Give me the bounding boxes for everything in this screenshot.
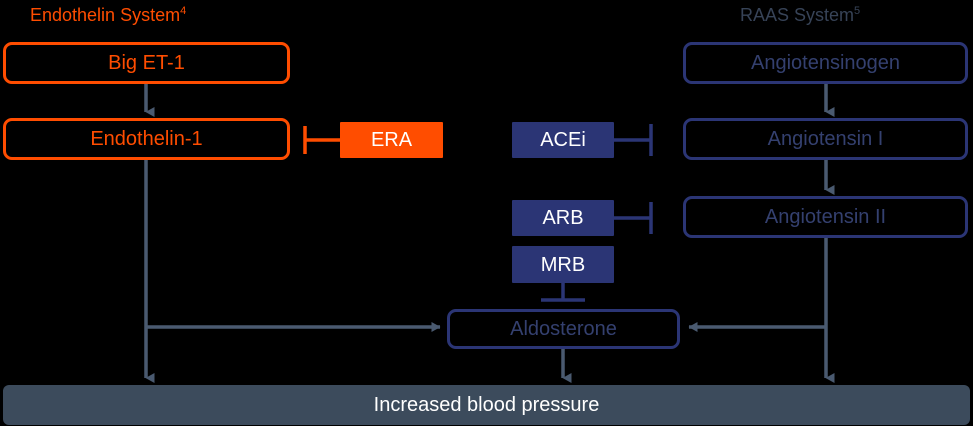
node-big-et-1: Big ET-1 [3,42,290,84]
node-angiotensinogen-label: Angiotensinogen [750,52,900,74]
inhibit-acei-angiotensin1 [614,124,653,156]
inhibit-arb-angiotensin2 [614,202,653,234]
drug-chip-mrb-label: MRB [540,253,586,276]
endothelin-system-reference: 4 [180,5,187,17]
node-angiotensin-i-label: Angiotensin I [767,128,884,150]
outcome-banner-label: Increased blood pressure [373,393,600,416]
drug-chip-arb: ARB [512,200,614,236]
raas-system-heading: RAAS System5 [740,5,861,25]
outcome-banner: Increased blood pressure [3,385,970,425]
drug-chip-arb-label: ARB [542,207,584,229]
node-endothelin-1-label: Endothelin-1 [90,128,203,150]
node-angiotensin-ii-label: Angiotensin II [764,206,887,228]
node-endothelin-1: Endothelin-1 [3,118,290,160]
raas-system-reference: 5 [854,5,861,17]
drug-chip-era: ERA [340,122,443,158]
node-big-et-1-label: Big ET-1 [108,52,185,74]
node-aldosterone-label: Aldosterone [510,318,617,340]
node-aldosterone: Aldosterone [447,309,680,349]
node-angiotensin-i: Angiotensin I [683,118,968,160]
node-angiotensin-ii: Angiotensin II [683,196,968,238]
drug-chip-mrb: MRB [512,246,614,283]
drug-chip-era-label: ERA [370,129,413,151]
drug-chip-acei: ACEi [512,122,614,158]
endothelin-system-label: Endothelin System [30,5,181,25]
node-angiotensinogen: Angiotensinogen [683,42,968,84]
inhibit-mrb-aldosterone [541,283,585,302]
drug-chip-acei-label: ACEi [540,129,586,151]
inhibit-era-endothelin1 [303,126,340,154]
endothelin-system-heading: Endothelin System4 [30,5,187,25]
raas-system-label: RAAS System [740,5,855,25]
